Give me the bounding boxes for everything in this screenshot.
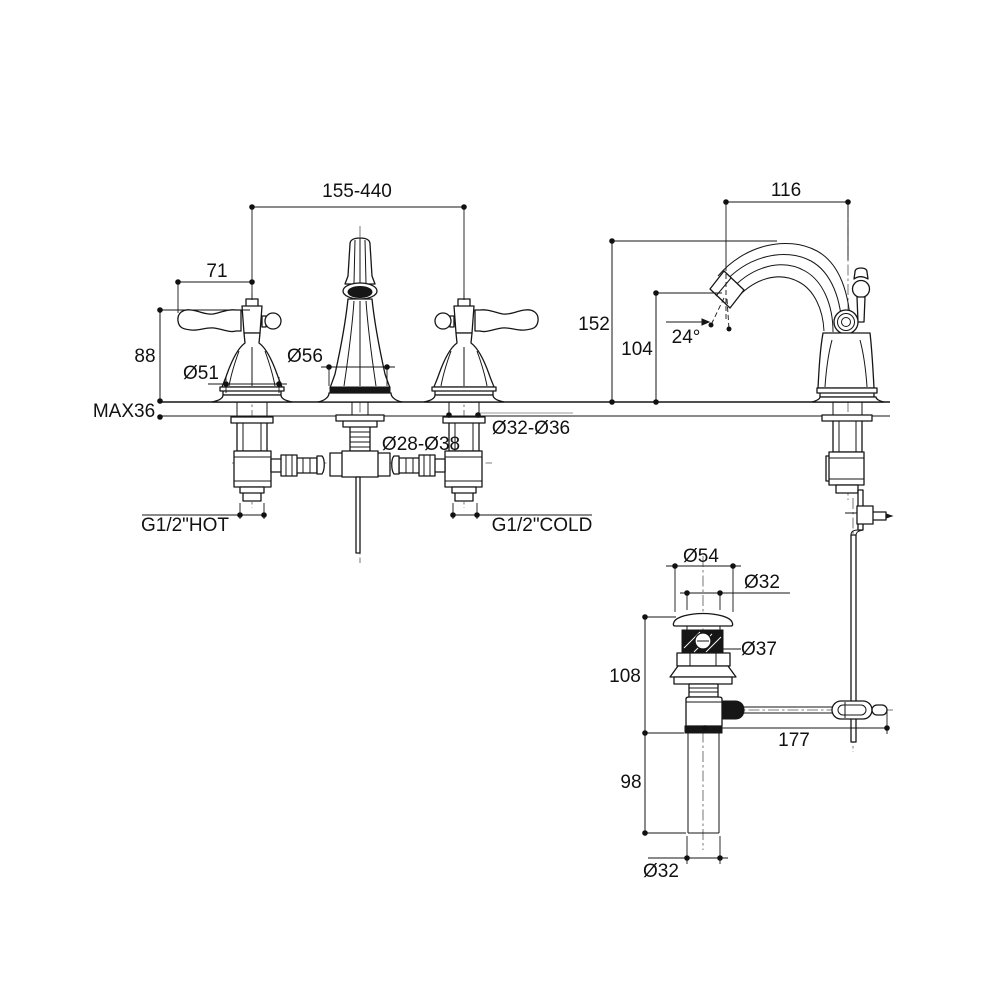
dim-handle-reach-label: 71 [206,261,227,282]
spout-outlet-front [347,286,373,298]
hot-valve-body [230,402,325,502]
dim-spout-base-dia-label: Ø56 [287,346,323,367]
dim-cold-inlet: G1/2"COLD [450,503,592,536]
dim-handle-reach: 71 [175,261,255,313]
dim-spout-height: 152 [578,238,777,405]
dim-drain-opening-dia: Ø32 [680,572,790,610]
dim-drain-body-dia: Ø37 [723,639,777,660]
spout-tip [709,270,745,309]
dim-drain-flange-dia: Ø54 [666,546,741,612]
dim-drain-flange-dia-label: Ø54 [683,546,719,567]
angle-arrow [701,318,711,326]
dim-spread-label: 155-440 [322,181,392,202]
dim-drain-body-dia-label: Ø37 [741,639,777,660]
right-handle-ball [434,312,452,330]
front-center-spout [317,237,403,554]
front-left-handle [177,298,293,403]
dim-handle-base-dia-label: Ø51 [183,363,219,384]
front-right-handle [423,298,539,403]
dim-cold-inlet-label: G1/2"COLD [492,515,593,536]
dim-tailpipe-dia: Ø32 [643,836,728,882]
dim-hot-inlet: G1/2"HOT [141,503,267,536]
dim-deck-hole-dia: Ø32-Ø36 [446,412,570,439]
dim-spout-hole-dia-label: Ø28-Ø38 [382,434,460,455]
side-view-faucet [709,243,885,494]
dim-deck-thickness-label: MAX36 [93,401,155,422]
pop-up-pull-rod [355,476,361,554]
strap-clamp-screw [856,505,887,525]
dim-handle-height-label: 88 [134,346,155,367]
tailpipe [687,733,720,834]
dim-drain-upper-height-label: 108 [609,666,641,687]
left-handle-ball [264,312,282,330]
dim-tailpipe-height: 98 [620,733,686,836]
dim-handle-base-dia: Ø51 [183,363,287,393]
dim-drain-upper-height: 108 [609,614,684,736]
dim-deck-thickness: MAX36 [93,401,163,422]
dim-flow-angle: 24° [666,297,732,348]
ball-rod [744,700,888,720]
dim-spout-base-dia: Ø56 [287,346,395,386]
cold-valve-body [391,402,486,502]
dim-handle-height: 88 [134,307,250,404]
dim-flow-angle-label: 24° [672,327,701,348]
dim-deck-hole-dia-label: Ø32-Ø36 [492,418,570,439]
dim-lever-rod-length: 177 [702,710,890,751]
dim-spout-reach-label: 116 [771,180,801,201]
pop-up-drain [669,612,745,834]
lift-rod-knob [853,267,869,280]
dim-spout-height-label: 152 [578,314,610,335]
drain-flange [672,612,734,627]
dim-drain-opening-dia-label: Ø32 [744,572,780,593]
pivot-nut [721,700,745,720]
drain-tee-body [685,696,723,727]
dim-outlet-height: 104 [621,290,722,405]
dim-spout-reach: 116 [723,180,851,320]
lift-rod-strap [845,489,894,743]
dim-hot-inlet-label: G1/2"HOT [141,515,229,536]
dim-tailpipe-height-label: 98 [620,772,641,793]
dim-outlet-height-label: 104 [621,339,653,360]
dim-lever-rod-length-label: 177 [778,730,810,751]
dim-tailpipe-dia-label: Ø32 [643,861,679,882]
deck-lines [160,401,890,417]
dim-spout-hole-dia: Ø28-Ø38 [382,434,460,455]
